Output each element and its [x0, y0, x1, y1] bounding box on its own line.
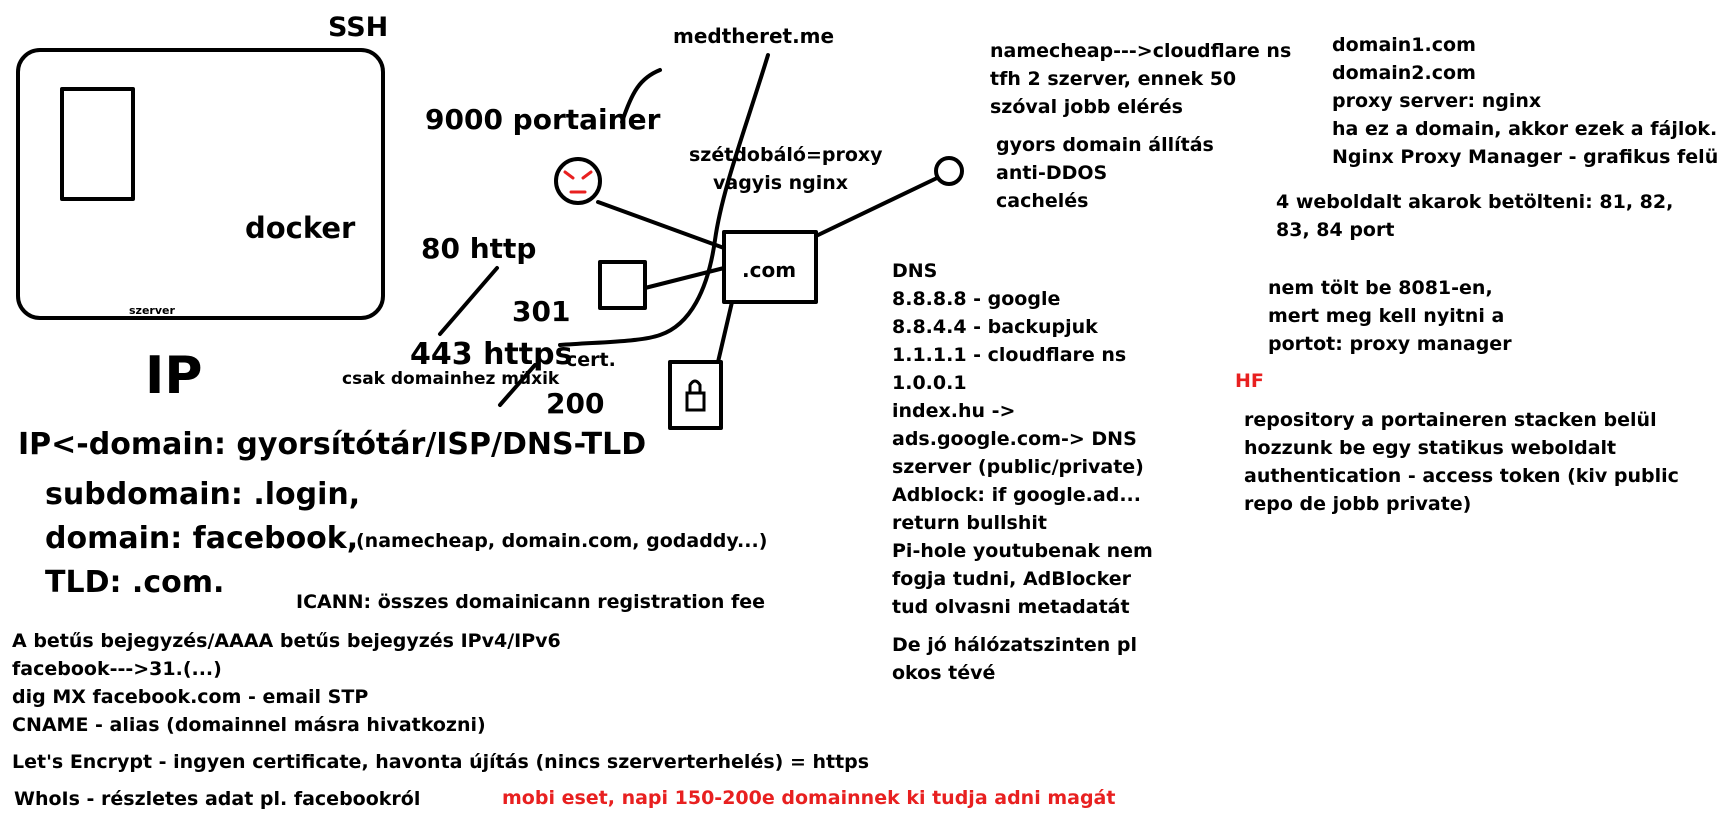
note-line: cachelés — [996, 190, 1089, 212]
note-line: 8.8.4.4 - backupjuk — [892, 316, 1098, 338]
angry-face-details — [563, 170, 593, 194]
hf-label: HF — [1235, 370, 1264, 392]
note-line: fogja tudni, AdBlocker — [892, 568, 1131, 590]
proxy-label: szétdobáló=proxy — [689, 144, 883, 166]
dotcom-label: .com — [742, 258, 797, 282]
icann-all-label: ICANN: összes domain — [296, 591, 535, 613]
note-line: 4 weboldalt akarok betölteni: 81, 82, — [1276, 191, 1674, 213]
note-line: gyors domain állítás — [996, 134, 1214, 156]
subdomain-label: subdomain: .login, — [45, 477, 361, 512]
szerver-label: szerver — [129, 304, 175, 317]
domain-only-label: csak domainhez müxik — [342, 369, 560, 389]
tld-label: TLD: .com. — [45, 565, 225, 600]
note-line: ads.google.com-> DNS — [892, 428, 1137, 450]
mobi-note: mobi eset, napi 150-200e domainnek ki tu… — [502, 787, 1116, 809]
letsencrypt-note: Let's Encrypt - ingyen certificate, havo… — [12, 751, 870, 773]
note-line: nem tölt be 8081-en, — [1268, 277, 1493, 299]
note-line: okos tévé — [892, 662, 996, 684]
square-to-dotcom-line — [643, 266, 726, 290]
angry-face-icon — [554, 157, 602, 205]
curve-to-medtheret — [620, 68, 662, 124]
docker-container-box — [60, 87, 135, 201]
note-line: domain1.com — [1332, 34, 1476, 56]
note-line: 8.8.8.8 - google — [892, 288, 1061, 310]
ip-label: IP — [145, 346, 203, 406]
padlock-icon — [685, 379, 706, 412]
cloudflare-to-dotcom-line — [814, 176, 939, 238]
note-line: mert meg kell nyitni a — [1268, 305, 1505, 327]
docker-label: docker — [245, 211, 356, 245]
cert-label: cert. — [566, 349, 616, 371]
code200-label: 200 — [546, 387, 605, 420]
square-node-box — [598, 260, 647, 310]
note-line: tfh 2 szerver, ennek 50 — [990, 68, 1237, 90]
code301-label: 301 — [512, 295, 571, 328]
long-curve-line — [558, 53, 770, 347]
server-box — [16, 48, 385, 320]
note-line: tud olvasni metadatát — [892, 596, 1130, 618]
note-line: CNAME - alias (domainnel másra hivatkozn… — [12, 714, 486, 736]
note-line: repo de jobb private) — [1244, 493, 1472, 515]
note-line: dig MX facebook.com - email STP — [12, 686, 369, 708]
note-line: index.hu -> — [892, 400, 1016, 422]
note-line: szóval jobb elérés — [990, 96, 1183, 118]
icann-fee-label: icann registration fee — [533, 591, 766, 613]
whois-note: WhoIs - részletes adat pl. facebookról — [14, 788, 421, 810]
note-line: 1.1.1.1 - cloudflare ns — [892, 344, 1127, 366]
note-line: A betűs bejegyzés/AAAA betűs bejegyzés I… — [12, 630, 561, 652]
note-line: Adblock: if google.ad... — [892, 484, 1141, 506]
nginx-label: vagyis nginx — [713, 172, 849, 194]
http-to-https-line — [438, 266, 499, 336]
registrars-label: (namecheap, domain.com, godaddy...) — [356, 530, 768, 552]
medtheret-label: medtheret.me — [673, 24, 835, 48]
note-line: repository a portaineren stacken belül — [1244, 409, 1657, 431]
note-line: facebook--->31.(...) — [12, 658, 222, 680]
ip-domain-label: IP<-domain: gyorsítótár/ISP/DNS-TLD — [18, 427, 647, 462]
padlock-box — [668, 360, 723, 430]
note-line: return bullshit — [892, 512, 1047, 534]
padlock-to-dotcom-line — [716, 300, 734, 364]
note-line: hozzunk be egy statikus weboldalt — [1244, 437, 1617, 459]
note-line: DNS — [892, 260, 938, 282]
face-to-dotcom-line — [596, 200, 726, 250]
cloudflare-node-icon — [934, 156, 964, 186]
note-line: Nginx Proxy Manager - grafikus felület — [1332, 146, 1719, 168]
ssh-label: SSH — [328, 12, 389, 43]
note-line: proxy server: nginx — [1332, 90, 1542, 112]
note-line: authentication - access token (kiv publi… — [1244, 465, 1679, 487]
note-line: Pi-hole youtubenak nem — [892, 540, 1153, 562]
note-line: 1.0.0.1 — [892, 372, 967, 394]
note-line: anti-DDOS — [996, 162, 1108, 184]
note-line: szerver (public/private) — [892, 456, 1144, 478]
note-line: ha ez a domain, akkor ezek a fájlok... — [1332, 118, 1719, 140]
http80-label: 80 http — [421, 232, 537, 265]
https-to-ipdomain-line — [498, 363, 537, 407]
domain-label: domain: facebook, — [45, 521, 359, 556]
note-line: 83, 84 port — [1276, 219, 1395, 241]
note-line: namecheap--->cloudflare ns — [990, 40, 1292, 62]
note-line: domain2.com — [1332, 62, 1476, 84]
portainer-label: 9000 portainer — [425, 103, 661, 136]
note-line: De jó hálózatszinten pl — [892, 634, 1137, 656]
note-line: portot: proxy manager — [1268, 333, 1512, 355]
https443-label: 443 https — [410, 337, 573, 372]
